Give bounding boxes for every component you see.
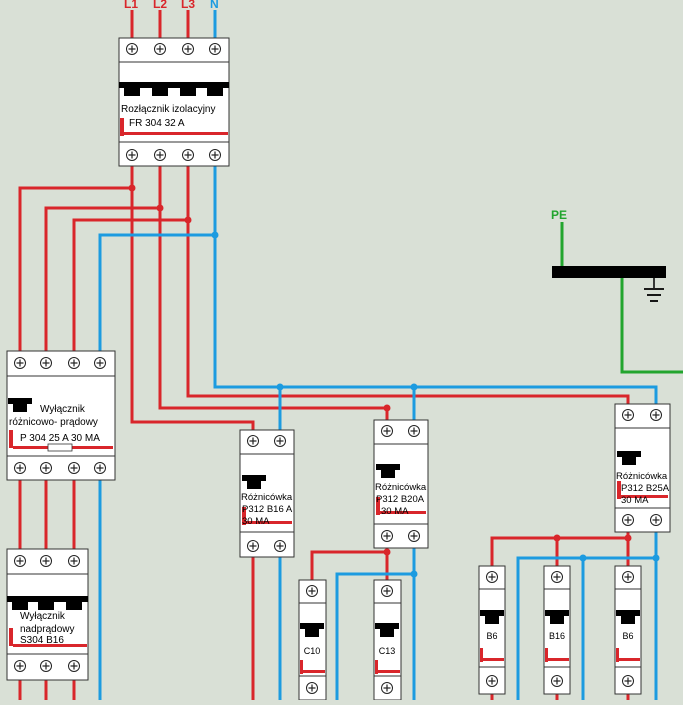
main-mcb-label-1: Wyłącznik xyxy=(20,611,66,622)
mcb-c13-label: C13 xyxy=(379,646,396,656)
pe-busbar xyxy=(552,266,666,302)
mcb-c10-label: C10 xyxy=(304,646,321,656)
main-mcb-label-3: S304 B16 xyxy=(20,635,64,646)
label-l3: L3 xyxy=(181,0,195,11)
supply-phase-wires xyxy=(130,10,190,42)
rcd-3-label-2: P312 B25A xyxy=(621,483,670,494)
label-l1: L1 xyxy=(124,0,138,11)
rcd-1-label-3: 30 MA xyxy=(242,516,270,527)
rcd-2-label-3: 30 MA xyxy=(381,506,409,517)
rcd-1: Różnicówka P312 B16 A 30 MA xyxy=(239,429,295,558)
phase-distribution-wires xyxy=(18,166,630,434)
mcb-b16-label: B16 xyxy=(549,631,565,641)
isolator-switch: Rozłącznik izolacyjny FR 304 32 A xyxy=(118,37,230,167)
rcd-2-label-2: P312 B20A xyxy=(376,494,425,505)
wires xyxy=(18,10,683,700)
rcd-3-label-3: 30 MA xyxy=(621,495,649,506)
label-l2: L2 xyxy=(153,0,167,11)
mcb-c10: C10 xyxy=(298,579,327,701)
pe-wires xyxy=(560,222,683,374)
rcd-to-mcb-phase xyxy=(18,480,76,700)
mcb-b6-first-label: B6 xyxy=(486,631,497,641)
main-rcd: Wyłącznik różnicowo- prądowy P 304 25 A … xyxy=(6,350,116,481)
isolator-label-2: FR 304 32 A xyxy=(129,118,185,129)
main-rcd-label-2: różnicowo- prądowy xyxy=(9,417,98,428)
rcd-3-label-1: Różnicówka xyxy=(616,471,668,482)
label-n: N xyxy=(210,0,219,11)
mcb-b6-second: B6 xyxy=(614,565,642,695)
main-mcb-label-2: nadprądowy xyxy=(20,624,74,635)
main-rcd-label-3: P 304 25 A 30 MA xyxy=(20,433,100,444)
rcd3-neutral-out xyxy=(516,532,658,700)
mcb-b6-second-label: B6 xyxy=(622,631,633,641)
rcd-1-label-1: Różnicówka xyxy=(241,492,293,503)
main-rcd-label-1: Wyłącznik xyxy=(40,404,86,415)
rcd-1-label-2: P312 B16 A xyxy=(242,504,293,515)
isolator-label-1: Rozłącznik izolacyjny xyxy=(121,104,215,115)
mcb-b6-first: B6 xyxy=(478,565,506,695)
junction-dots xyxy=(128,184,660,578)
mcb-b16: B16 xyxy=(543,565,571,695)
mcb-c13: C13 xyxy=(373,579,402,701)
rcd-2: Różnicówka P312 B20A 30 MA xyxy=(373,419,429,549)
main-mcb: Wyłącznik nadprądowy S304 B16 xyxy=(6,548,89,681)
rcd-3: Różnicówka P312 B25A 30 MA xyxy=(614,403,671,533)
rcd2-neutral-out xyxy=(335,548,416,700)
supply-labels: L1 L2 L3 N PE xyxy=(124,0,567,222)
rcd-2-label-1: Różnicówka xyxy=(375,482,427,493)
neutral-distribution-wires xyxy=(98,166,658,434)
label-pe: PE xyxy=(551,208,567,222)
